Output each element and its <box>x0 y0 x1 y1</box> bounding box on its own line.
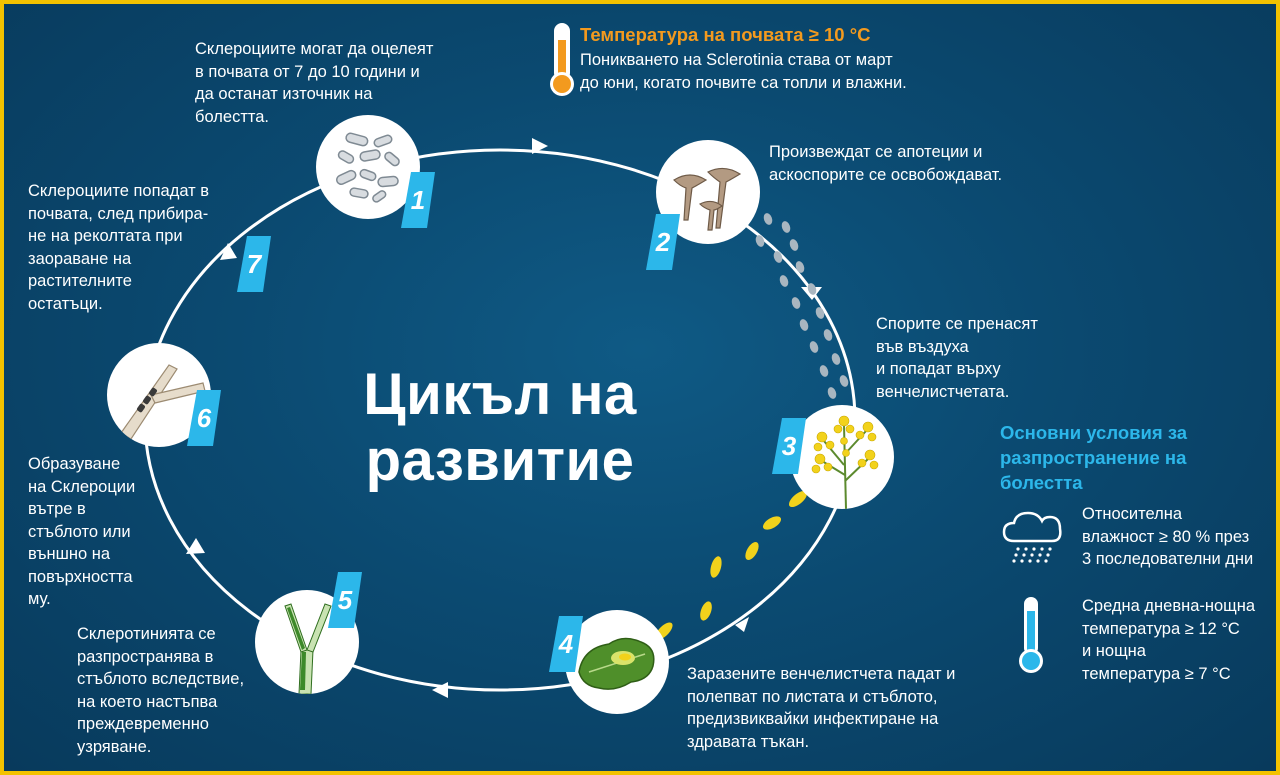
infographic-stage: 1 2 3 4 5 6 7 Цикъл на развитие Температ… <box>4 4 1276 771</box>
cycle-arrow-right-lower <box>735 617 749 632</box>
stage-7-number-badge: 7 <box>237 236 271 292</box>
humidity-condition-text: Относителна влажност ≥ 80 % през 3 после… <box>1082 505 1254 568</box>
falling-spores <box>755 213 849 399</box>
thermometer-orange-icon <box>550 23 574 96</box>
stage-4-number-badge: 4 <box>549 616 583 672</box>
thermometer-blue-icon <box>1019 597 1043 673</box>
stage-6-stem-sclerotia-image <box>107 343 211 447</box>
cycle-arrow-bottom <box>432 682 448 698</box>
stage-5-number-badge: 5 <box>328 572 362 628</box>
temperature-condition-text: Средна дневна-нощна температура ≥ 12 °C … <box>1082 597 1256 683</box>
stage-4-infected-leaf-image <box>565 610 669 714</box>
stage-7-description: Склероциите попадат в почвата, след приб… <box>28 182 210 313</box>
stage-2-description: Произвеждат се апотеции и аскоспорите се… <box>769 143 1003 184</box>
cycle-title: Цикъл на развитие <box>363 362 637 493</box>
cycle-arrow-top <box>532 138 548 154</box>
falling-petals <box>655 490 808 640</box>
stage-3-number-badge: 3 <box>772 418 806 474</box>
cycle-arrow-left-upper <box>220 243 237 260</box>
conditions-heading: Основни условия за разпространение на бо… <box>1000 422 1188 493</box>
stage-1-number-badge: 1 <box>401 172 435 228</box>
stage-1-sclerotia-image <box>316 115 420 219</box>
stage-5-description: Склеротинията се разпространява в стъбло… <box>77 625 245 756</box>
stage-1-description: Склероциите могат да оцелеят в почвата о… <box>195 40 434 126</box>
stage-3-flowering-plant-image <box>790 405 894 509</box>
soil-temperature-text: Поникването на Sclerotinia става от март… <box>580 51 907 92</box>
stage-2-number-badge: 2 <box>646 214 680 270</box>
stage-4-description: Заразените венчелистчета падат и полепва… <box>687 665 956 751</box>
stage-6-description: Образуване на Склероции вътре в стъблото… <box>28 455 136 608</box>
stage-3-description: Спорите се пренасят във въздуха и попада… <box>876 315 1038 401</box>
infographic-frame: 1 2 3 4 5 6 7 Цикъл на развитие Температ… <box>4 4 1276 771</box>
cycle-arrow-left-lower <box>186 538 205 554</box>
stage-6-number-badge: 6 <box>187 390 221 446</box>
rain-cloud-icon <box>1002 511 1062 563</box>
soil-temperature-heading: Температура на почвата ≥ 10 °C <box>580 24 871 45</box>
